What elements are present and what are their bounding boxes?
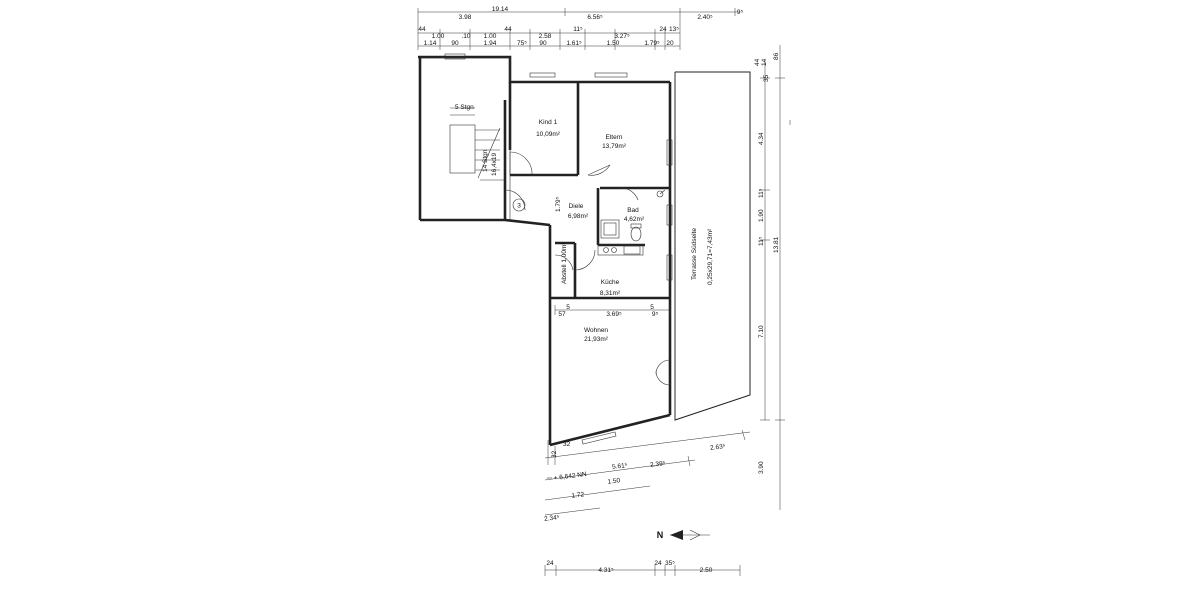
dim-diag-6: 1.72 [571, 491, 585, 500]
room-labels: Kind 1 10,09m² Eltern 13,79m² Diele 6,98… [536, 119, 714, 343]
stair-steps-top: 5 Stgn [455, 104, 474, 111]
dim-kitchen-5: 9⁵ [652, 311, 659, 318]
north-label: N [657, 530, 664, 540]
stair-number: 3 [517, 203, 521, 210]
dim-top-2: 6.56⁵ [587, 14, 603, 21]
interior-dimensions: 1.79⁵ 5 57 3.69⁵ 5 9⁵ [554, 196, 671, 318]
dim-bottom-1: 24 [546, 560, 554, 567]
dim-bottom-4: 35⁵ [665, 560, 675, 567]
room-area-wohnen: 21,93m² [584, 336, 609, 343]
dim-r2-9: 24 [659, 26, 667, 33]
dim-kitchen-3: 3.69⁵ [606, 311, 622, 318]
dim-right-8: 11⁵ [758, 236, 765, 246]
dim-r2-4: 1.00 [484, 33, 497, 40]
dim-right-4: 35 [763, 74, 770, 82]
dim-diag-5: 2.63⁵ [710, 443, 726, 452]
room-name-kueche: Küche [601, 279, 620, 286]
dim-kitchen-2: 57 [558, 311, 566, 318]
dim-r3-2: 90 [451, 40, 459, 47]
staircase: 3 5 Stgn 14 Stgn 16,4x19 [449, 104, 526, 212]
walls [418, 53, 751, 447]
abstell-label: Abstell 1,00m² [561, 242, 568, 284]
room-name-eltern: Eltern [606, 134, 623, 141]
room-area-kueche: 8,31m² [600, 290, 621, 297]
room-area-kind1: 10,09m² [536, 131, 561, 138]
dim-bottom-2: 4.31⁵ [598, 567, 614, 574]
dim-r3-9: 20 [666, 40, 674, 47]
dim-diag-2: 32 [551, 450, 558, 458]
stair-steps-side: 14 Stgn [482, 149, 489, 172]
dim-diele-door: 1.79⁵ [555, 196, 562, 212]
dim-right-9: 13.81 [773, 236, 780, 253]
dim-right-11: 3.90 [758, 461, 765, 474]
dim-bottom-5: 2.50 [700, 567, 713, 574]
dim-right-7: 1.90 [758, 209, 765, 222]
room-name-diele: Diele [569, 203, 584, 210]
room-area-diele: 6,98m² [568, 213, 589, 220]
dim-right-6: 11⁵ [758, 188, 765, 198]
dim-r2-5: 44 [504, 26, 512, 33]
stair-riser: 16,4x19 [491, 152, 498, 176]
dim-top-1: 3.98 [459, 14, 472, 21]
dim-r3-8: 1.79⁵ [644, 40, 660, 47]
top-dimension-lines [417, 8, 740, 50]
dim-r2-1: 44 [418, 26, 426, 33]
dim-r3-4: 75⁵ [517, 40, 527, 47]
room-name-kind1: Kind 1 [539, 119, 558, 126]
dim-r3-3: 1.94 [484, 40, 497, 47]
dim-r2-6: 2.58 [539, 33, 552, 40]
dim-diag-3: 5.61⁵ [612, 462, 628, 471]
dim-right-1: 44 [754, 58, 761, 66]
diagonal-dimension-lines: 32 32 5.61⁵ 2.39⁵ 2.63⁵ 1.72 1.50 2.34⁵ … [544, 429, 751, 523]
dim-r2-10: 13⁵ [669, 26, 679, 33]
dim-r3-6: 1.61⁵ [566, 40, 582, 47]
dim-r2-7: 11⁵ [573, 26, 583, 33]
right-dimension-lines: 44 14 86 35 4.34 11⁵ 1.90 11⁵ 13.81 7.10… [754, 45, 791, 510]
dim-diag-4: 2.39⁵ [650, 460, 666, 469]
top-dimension-labels: 19.14 3.98 6.56⁵ 2.40⁵ 9⁵ 44 1.00 .10 1.… [418, 6, 743, 47]
dim-r2-2: 1.00 [432, 33, 445, 40]
dim-bottom-3: 24 [654, 560, 662, 567]
dim-r2-3: .10 [461, 33, 470, 40]
terrace-area: 0,25x29,71=7,43m² [707, 228, 714, 285]
dim-r3-5: 90 [539, 40, 547, 47]
dim-r3-7: 1.50 [607, 40, 620, 47]
room-name-bad: Bad [627, 207, 639, 214]
dim-right-3: 86 [773, 52, 780, 60]
dim-kitchen-1: 5 [566, 304, 570, 311]
dim-right-2: 14 [761, 58, 768, 66]
dim-top-4: 9⁵ [737, 9, 744, 16]
room-area-eltern: 13,79m² [602, 143, 627, 150]
room-area-bad: 4,62m² [624, 216, 645, 223]
dim-right-10: 7.10 [758, 325, 765, 338]
dim-right-5: 4.34 [758, 132, 765, 145]
dim-diag-7: 1.50 [607, 477, 621, 486]
room-name-wohnen: Wohnen [584, 327, 608, 334]
dim-top-3: 2.40⁵ [697, 14, 713, 21]
dim-overall-width: 19.14 [492, 6, 509, 13]
dim-r3-1: 1.14 [424, 40, 437, 47]
fixtures [597, 189, 666, 256]
north-arrow-icon: N [657, 529, 710, 541]
bottom-dimension-lines: 24 4.31⁵ 24 35⁵ 2.50 [544, 560, 741, 576]
terrace-label: Terrasse Südseite [691, 228, 698, 280]
dim-r2-8: 3.27⁵ [614, 33, 630, 40]
dim-diag-8: 2.34⁵ [544, 514, 560, 523]
elevation-label: + 6,642 NN [553, 471, 587, 482]
dim-diag-1: 32 [563, 441, 571, 448]
dim-kitchen-4: 5 [650, 304, 654, 311]
